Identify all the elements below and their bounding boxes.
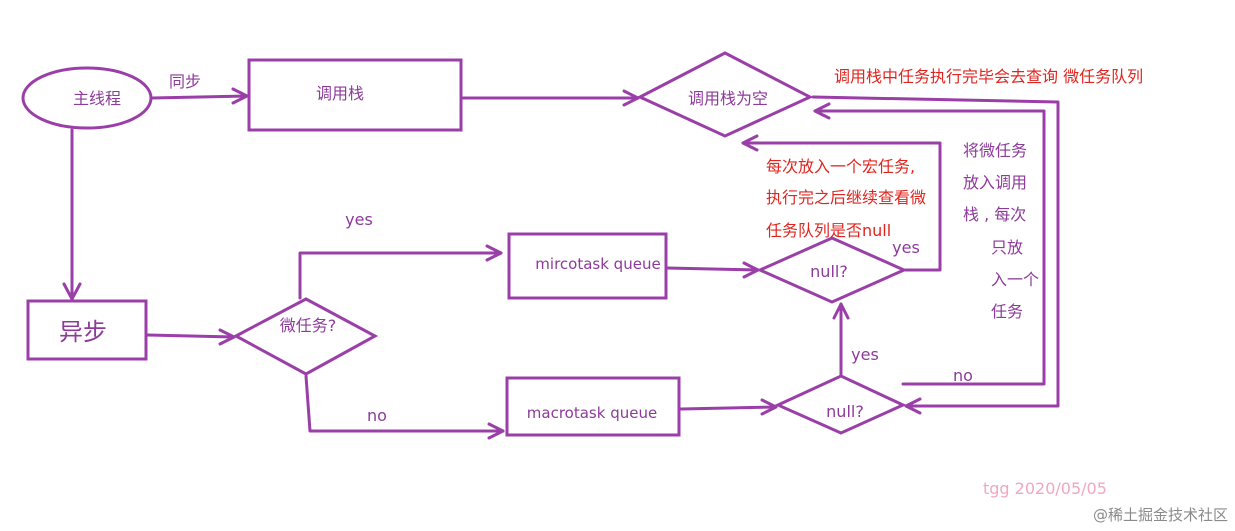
edge-no-loop [813, 109, 1046, 386]
macro-note: 每次放入一个宏任务, 执行完之后继续查看微 任务队列是否null [766, 157, 926, 240]
arrowhead [218, 328, 236, 346]
arrowhead [760, 398, 778, 416]
edge-label-yes-null-micro: yes [892, 238, 920, 257]
edge-macro-null [679, 405, 778, 411]
macro-note-line: 每次放入一个宏任务, [766, 157, 915, 176]
edge-yes-micro [298, 251, 503, 300]
call-stack-label: 调用栈 [316, 84, 364, 103]
main-thread-label: 主线程 [73, 89, 121, 108]
macro-note-line: 任务队列是否null [766, 221, 891, 240]
micro-note: 将微任务 放入调用 栈 , 每次 只放 入一个 任务 [963, 141, 1039, 321]
is-microtask-label: 微任务? [280, 316, 337, 335]
check-microtask-annotation: 调用栈中任务执行完毕会去查询 微任务队列 [834, 67, 1143, 86]
call-stack-empty-label: 调用栈为空 [688, 89, 768, 108]
micro-note-line: 任务 [991, 302, 1023, 321]
call-stack-empty-diamond [636, 51, 814, 138]
async-label: 异步 [59, 318, 107, 346]
micro-note-line: 放入调用 [963, 173, 1027, 192]
arrowhead [622, 89, 640, 107]
watermark: @稀土掘金技术社区 [1093, 506, 1228, 524]
microtask-queue-label: mircotask queue [535, 255, 660, 273]
arrowhead [742, 261, 760, 279]
edge-micro-null [665, 266, 760, 272]
edge-big-loop [811, 95, 1060, 408]
connectors [62, 87, 1060, 440]
edge-sync [150, 94, 249, 100]
macrotask-queue-box [505, 376, 681, 437]
edge-label-no-null-macro: no [953, 366, 973, 385]
micro-note-line: 栈 , 每次 [963, 205, 1026, 224]
edge-micro-yes-loop [741, 141, 942, 272]
micro-note-line: 将微任务 [963, 141, 1027, 160]
edge-no-macro [304, 374, 505, 433]
arrowhead [485, 244, 503, 262]
null-check-macro-diamond [774, 374, 907, 435]
arrowhead [487, 422, 505, 440]
signature: tgg 2020/05/05 [983, 479, 1107, 498]
edge-label-yes-null-macro: yes [851, 345, 879, 364]
async-box [26, 299, 148, 361]
edge-label-yes-micro: yes [345, 210, 373, 229]
edge-async-decision [146, 333, 236, 339]
null-check-micro-label: null? [810, 262, 848, 281]
microtask-queue-box [507, 232, 668, 300]
call-stack-box [247, 58, 463, 132]
arrowhead [231, 87, 249, 105]
arrowhead [62, 282, 82, 301]
arrowhead [813, 102, 831, 120]
macro-note-line: 执行完之后继续查看微 [766, 188, 926, 207]
arrowhead [832, 302, 850, 320]
micro-note-line: 只放 [991, 238, 1023, 257]
edge-label-no-macro: no [367, 406, 387, 425]
micro-note-line: 入一个 [991, 270, 1039, 289]
arrowhead [741, 134, 759, 152]
is-microtask-diamond [232, 297, 379, 376]
null-check-macro-label: null? [826, 402, 864, 421]
edge-label-sync: 同步 [169, 72, 201, 91]
arrowhead [904, 397, 922, 415]
macrotask-queue-label: macrotask queue [527, 404, 657, 422]
